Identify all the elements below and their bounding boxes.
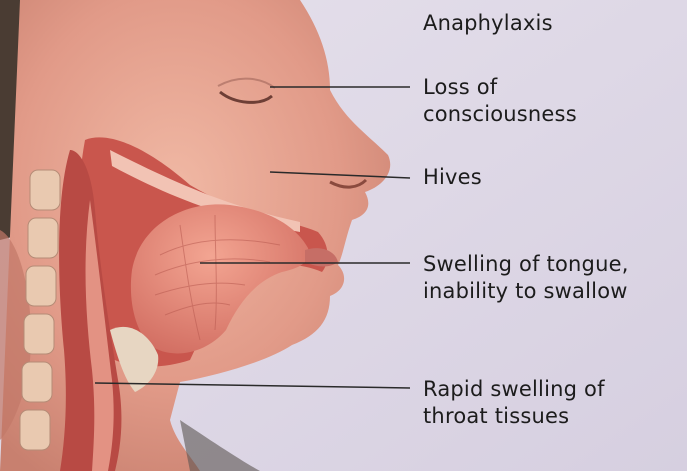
label-throat-swelling: Rapid swelling of throat tissues <box>423 376 605 430</box>
label-loss-of-consciousness: Loss of consciousness <box>423 74 577 128</box>
label-hives: Hives <box>423 164 482 191</box>
diagram-title: Anaphylaxis <box>423 10 553 37</box>
label-tongue-swelling: Swelling of tongue, inability to swallow <box>423 251 629 305</box>
